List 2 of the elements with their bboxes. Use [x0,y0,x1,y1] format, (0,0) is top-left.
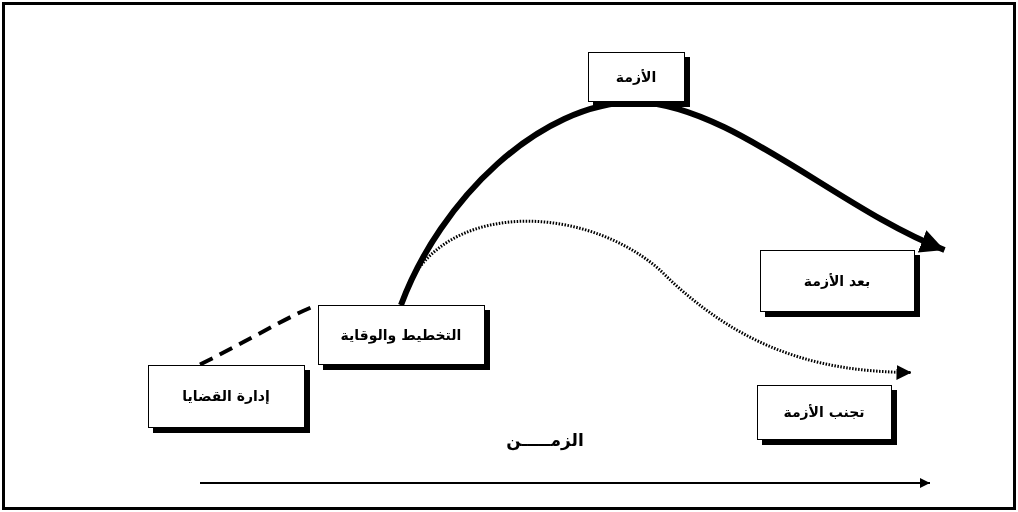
curve-arrow [399,220,912,380]
axis-label: الزمـــــن [506,430,584,450]
